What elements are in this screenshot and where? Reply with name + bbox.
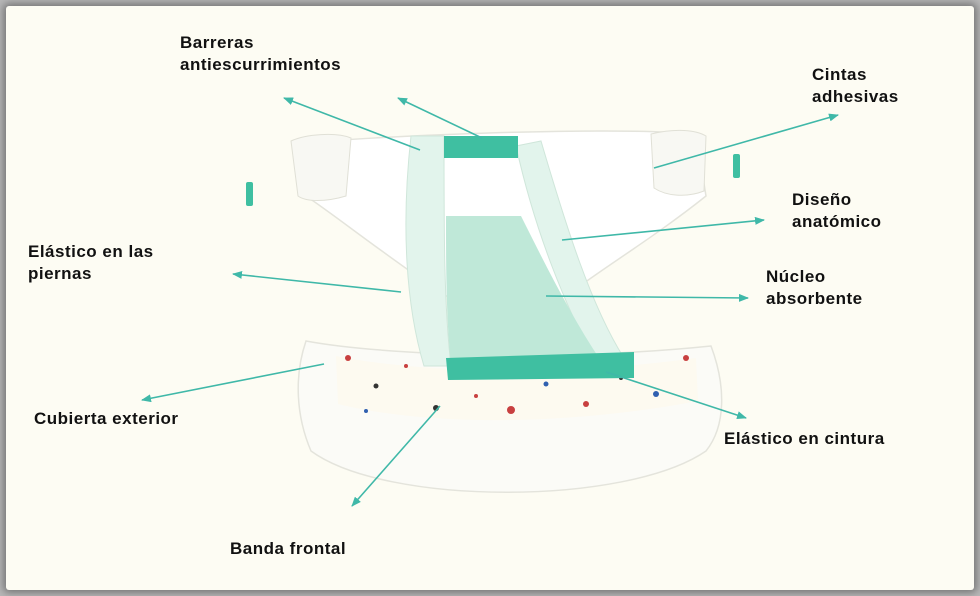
arrow-barreras-right bbox=[398, 98, 482, 138]
label-cintas-line1: Cintas bbox=[812, 64, 899, 86]
label-cubierta: Cubierta exterior bbox=[34, 408, 179, 430]
right-adhesive-tab bbox=[733, 154, 740, 178]
label-barreras-line2: antiescurrimientos bbox=[180, 54, 341, 76]
label-elastico-cintura: Elástico en cintura bbox=[724, 428, 885, 450]
left-adhesive-tab bbox=[246, 182, 253, 206]
label-barreras-line1: Barreras bbox=[180, 32, 341, 54]
leg-elastic-left bbox=[406, 136, 451, 366]
arrow-elastico-piernas bbox=[233, 274, 401, 292]
label-diseno-line2: anatómico bbox=[792, 211, 882, 233]
label-nucleo-line1: Núcleo bbox=[766, 266, 863, 288]
label-elastico-piernas-line2: piernas bbox=[28, 263, 154, 285]
label-barreras: Barreras antiescurrimientos bbox=[180, 32, 341, 76]
left-wing bbox=[291, 134, 351, 200]
back-waist-band bbox=[444, 136, 518, 158]
label-diseno-line1: Diseño bbox=[792, 189, 882, 211]
label-nucleo: Núcleo absorbente bbox=[766, 266, 863, 310]
diagram-frame: Barreras antiescurrimientos Cintas adhes… bbox=[6, 6, 974, 590]
label-banda: Banda frontal bbox=[230, 538, 346, 560]
label-nucleo-line2: absorbente bbox=[766, 288, 863, 310]
label-elastico-piernas: Elástico en las piernas bbox=[28, 241, 154, 285]
label-cintas: Cintas adhesivas bbox=[812, 64, 899, 108]
label-elastico-piernas-line1: Elástico en las bbox=[28, 241, 154, 263]
right-wing bbox=[651, 130, 706, 195]
arrow-cubierta bbox=[142, 364, 324, 400]
label-cintas-line2: adhesivas bbox=[812, 86, 899, 108]
label-diseno: Diseño anatómico bbox=[792, 189, 882, 233]
